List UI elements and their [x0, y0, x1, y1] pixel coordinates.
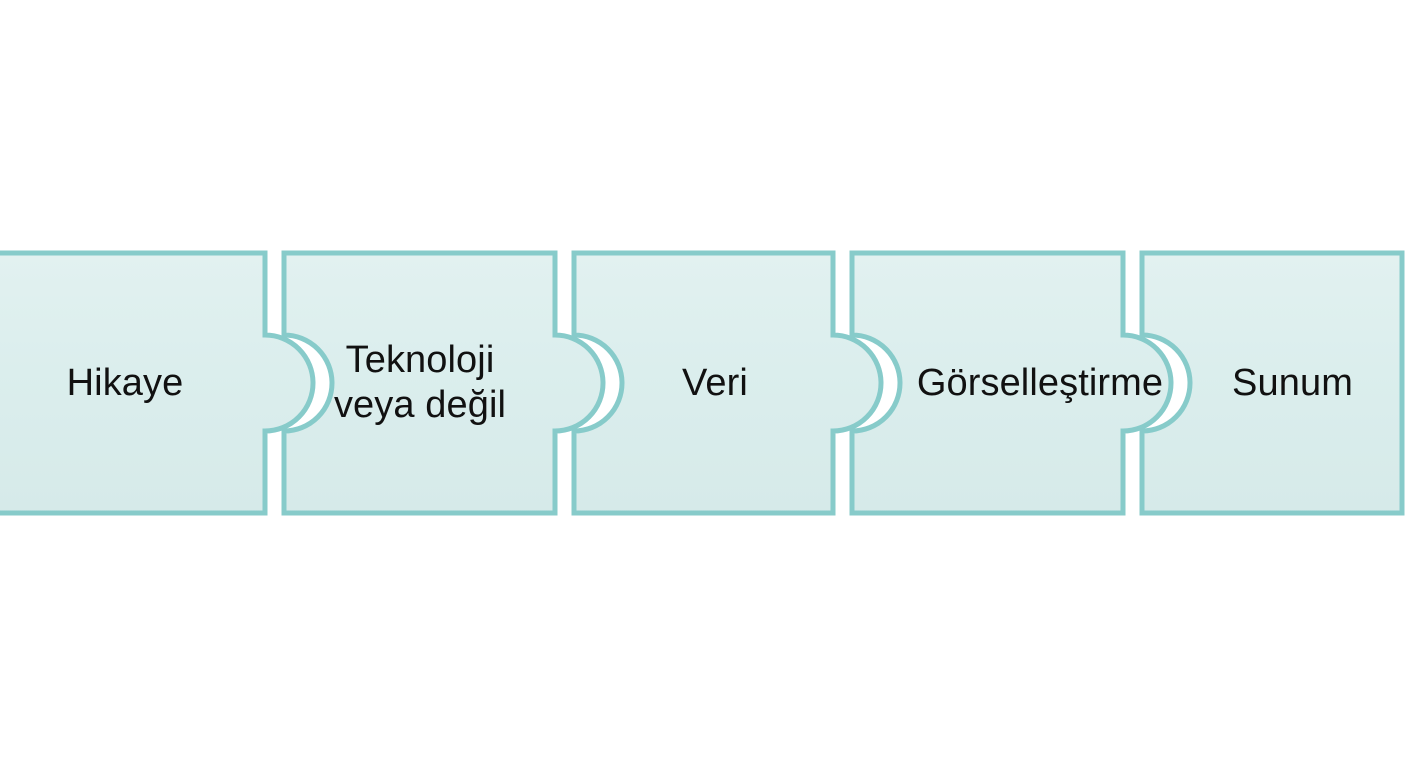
- puzzle-piece[interactable]: [1139, 250, 1405, 516]
- puzzle-piece[interactable]: [0, 250, 316, 516]
- puzzle-piece[interactable]: [281, 250, 606, 516]
- pieces-group: [0, 250, 1405, 516]
- puzzle-piece[interactable]: [571, 250, 884, 516]
- puzzle-piece[interactable]: [849, 250, 1174, 516]
